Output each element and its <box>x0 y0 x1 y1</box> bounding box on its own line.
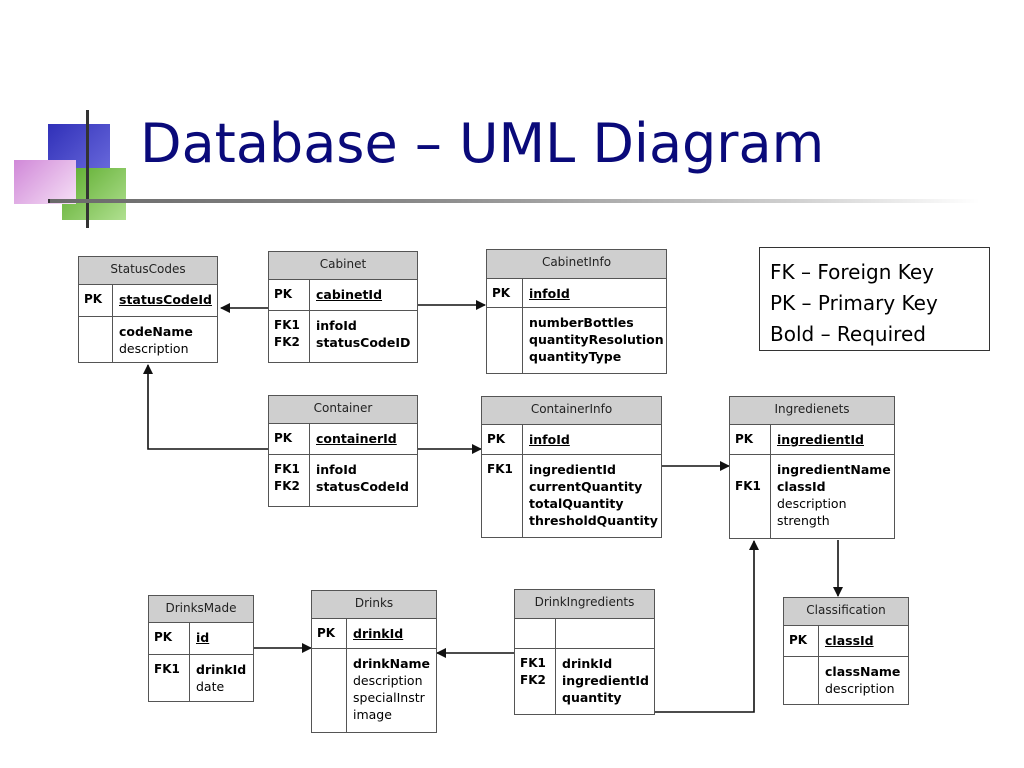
table-header: Cabinet <box>269 252 417 280</box>
field-numberbottles: numberBottles <box>529 315 634 330</box>
pk-field: containerId <box>316 431 397 446</box>
legend-pk: PK – Primary Key <box>770 291 938 315</box>
pk-label: PK <box>482 425 523 454</box>
fk-label <box>784 657 819 704</box>
table-cabinetinfo: CabinetInfo PK infoId numberBottles quan… <box>486 249 667 374</box>
fk-label: FK1 FK2 <box>515 649 556 714</box>
field-specialinstr: specialInstr <box>353 690 425 705</box>
fk-label: FK1 <box>482 455 523 537</box>
legend-bold: Bold – Required <box>770 322 926 346</box>
connector-drinkingredients-ingredients <box>655 540 759 713</box>
table-header: CabinetInfo <box>487 250 666 279</box>
table-cabinet: Cabinet PK cabinetId FK1 FK2 infoId stat… <box>268 251 418 363</box>
legend-box: FK – Foreign Key PK – Primary Key Bold –… <box>759 247 990 351</box>
field-infoid: infoId <box>316 462 357 477</box>
decor-vertical-line <box>86 110 89 228</box>
field-quantityresolution: quantityResolution <box>529 332 664 347</box>
fk-label <box>487 308 523 373</box>
decor-pink-square <box>14 160 76 204</box>
field-classid: classId <box>777 479 826 494</box>
field-ingredientid: ingredientId <box>529 462 616 477</box>
field-ingredientname: ingredientName <box>777 462 891 477</box>
fk-label <box>312 649 347 732</box>
fk-label: FK1 <box>149 655 190 701</box>
field-drinkname: drinkName <box>353 656 431 671</box>
field-totalquantity: totalQuantity <box>529 496 624 511</box>
field-description: description <box>825 681 895 696</box>
field-classname: className <box>825 664 901 679</box>
legend-fk: FK – Foreign Key <box>770 260 934 284</box>
field-description: description <box>119 341 189 356</box>
pk-field: statusCodeId <box>119 292 212 307</box>
table-statuscodes: StatusCodes PK statusCodeId codeName des… <box>78 256 218 363</box>
field-image: image <box>353 707 392 722</box>
fk-label: FK1 FK2 <box>269 455 310 506</box>
table-drinkingredients: DrinkIngredients FK1 FK2 drinkId ingredi… <box>514 589 655 715</box>
field-infoid: infoId <box>316 318 357 333</box>
pk-field: cabinetId <box>316 287 383 302</box>
pk-field: ingredientId <box>777 432 864 447</box>
table-container: Container PK containerId FK1 FK2 infoId … <box>268 395 418 507</box>
field-drinkid: drinkId <box>562 656 613 671</box>
table-drinksmade: DrinksMade PK id FK1 drinkId date <box>148 595 254 702</box>
table-header: DrinkIngredients <box>515 590 654 619</box>
pk-label: PK <box>312 619 347 648</box>
field-ingredientid: ingredientId <box>562 673 649 688</box>
pk-label: PK <box>269 424 310 454</box>
pk-label: PK <box>487 279 523 307</box>
field-description: description <box>777 496 847 511</box>
table-header: Ingredienets <box>730 397 894 425</box>
field-currentquantity: currentQuantity <box>529 479 643 494</box>
pk-field: infoId <box>529 286 570 301</box>
pk-field: infoId <box>529 432 570 447</box>
table-header: DrinksMade <box>149 596 253 623</box>
pk-label: PK <box>149 623 190 654</box>
pk-field: id <box>196 630 210 645</box>
field-codename: codeName <box>119 324 193 339</box>
field-strength: strength <box>777 513 830 528</box>
table-classification: Classification PK classId className desc… <box>783 597 909 705</box>
table-drinks: Drinks PK drinkId drinkName description … <box>311 590 437 733</box>
field-drinkid: drinkId <box>196 662 247 677</box>
field-description: description <box>353 673 423 688</box>
field-quantitytype: quantityType <box>529 349 622 364</box>
pk-label: PK <box>79 285 113 316</box>
field-date: date <box>196 679 225 694</box>
table-containerinfo: ContainerInfo PK infoId FK1 ingredientId… <box>481 396 662 538</box>
fk-label: FK1 FK2 <box>269 311 310 362</box>
fk-label <box>79 317 113 362</box>
pk-label: PK <box>784 626 819 656</box>
table-header: Drinks <box>312 591 436 619</box>
fk-label: FK1 <box>730 455 771 538</box>
table-header: ContainerInfo <box>482 397 661 425</box>
table-header: Classification <box>784 598 908 626</box>
table-ingredienets: Ingredienets PK ingredientId FK1 ingredi… <box>729 396 895 539</box>
table-header: Container <box>269 396 417 424</box>
pk-field: classId <box>825 633 874 648</box>
pk-label: PK <box>730 425 771 454</box>
pk-field: drinkId <box>353 626 404 641</box>
pk-label: PK <box>269 280 310 310</box>
field-thresholdquantity: thresholdQuantity <box>529 513 658 528</box>
title-underline <box>50 199 980 203</box>
field-quantity: quantity <box>562 690 622 705</box>
connector-container-statuscodes <box>143 364 268 450</box>
field-statuscodeid: statusCodeId <box>316 479 409 494</box>
pk-label <box>515 619 556 648</box>
field-statuscodeid: statusCodeID <box>316 335 411 350</box>
slide-title: Database – UML Diagram <box>140 112 825 175</box>
table-header: StatusCodes <box>79 257 217 285</box>
